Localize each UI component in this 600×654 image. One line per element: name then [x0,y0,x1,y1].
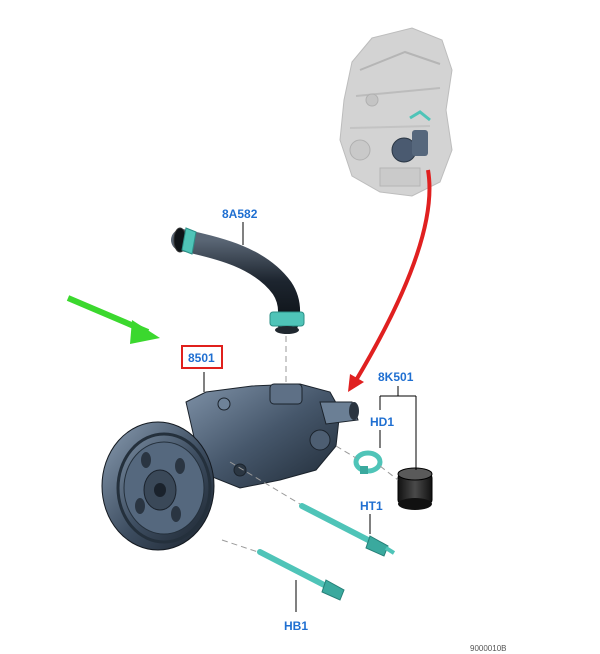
engine-overview-illustration [339,27,453,197]
pump-outlet-pipe [319,401,359,425]
kit-bracket-leader [379,386,417,470]
callout-kit: 8K501 [378,370,414,384]
document-reference: 9000010B [470,644,506,653]
callout-clamp: HD1 [370,415,394,429]
callout-lower-bolt: HB1 [284,619,308,633]
coolant-hose [171,227,305,334]
pump-pulley [101,421,215,551]
bolt-ht1 [229,461,396,557]
green-pointer-arrow [66,295,160,344]
hose-clamp-upper [181,227,197,255]
water-pump [101,383,359,551]
callout-pump: 8501 [188,351,215,365]
callout-upper-bolt: HT1 [360,499,383,513]
clamp-hd1 [353,450,383,474]
pump-top-inlet [269,383,303,405]
red-location-arrow [348,169,432,392]
callout-pump-highlight-box [181,345,223,369]
hose-clamp-lower [269,311,305,327]
bolt-hb1 [221,539,345,601]
kit-cap-part [397,467,433,510]
engine-pump-location-highlight [391,110,431,163]
callout-hose: 8A582 [222,207,258,221]
